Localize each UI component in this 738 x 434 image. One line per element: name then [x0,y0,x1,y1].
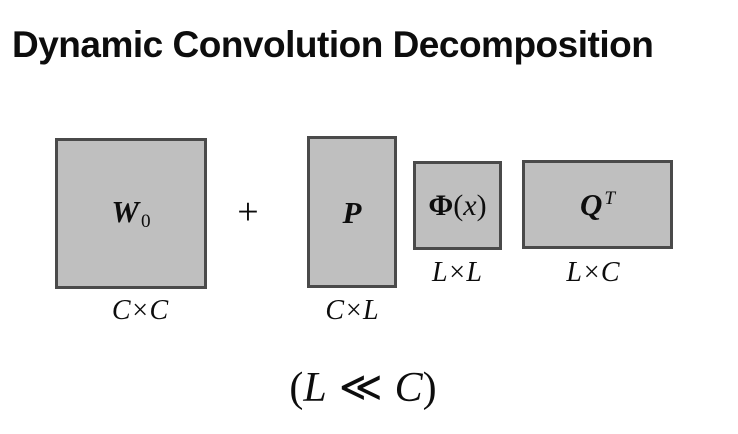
phi-argument-x: x [463,188,477,222]
plus-operator: + [237,191,259,233]
matrix-phi-symbol: Φ(x) [428,188,487,222]
phi-letter: Φ [428,188,454,222]
phi-paren-open: ( [453,188,464,222]
phi-paren-close: ) [476,188,487,222]
matrix-qt-dimensions: L×C [566,257,620,288]
page-title: Dynamic Convolution Decomposition [12,24,654,65]
q-transpose-superscript: T [604,188,616,210]
p-letter: P [342,194,362,230]
matrix-w0-dimensions: C×C [111,295,169,326]
constraint-formula: (L≪C) [0,364,726,412]
matrix-phi-box: Φ(x) [413,161,502,250]
much-less-than-symbol: ≪ [338,365,383,411]
constraint-paren-close: ) [422,365,437,411]
constraint-paren-open: ( [289,365,304,411]
matrix-p-symbol: P [343,197,362,228]
constraint-lhs: L [303,365,327,411]
matrix-phi-dimensions: L×L [431,257,483,288]
constraint-rhs: C [394,365,423,411]
w0-letter: W [111,193,139,229]
matrix-p-box: P [307,136,397,288]
q-letter: Q [579,187,603,222]
matrix-p-dimensions: C×L [325,295,379,326]
w0-subscript: 0 [140,211,151,233]
